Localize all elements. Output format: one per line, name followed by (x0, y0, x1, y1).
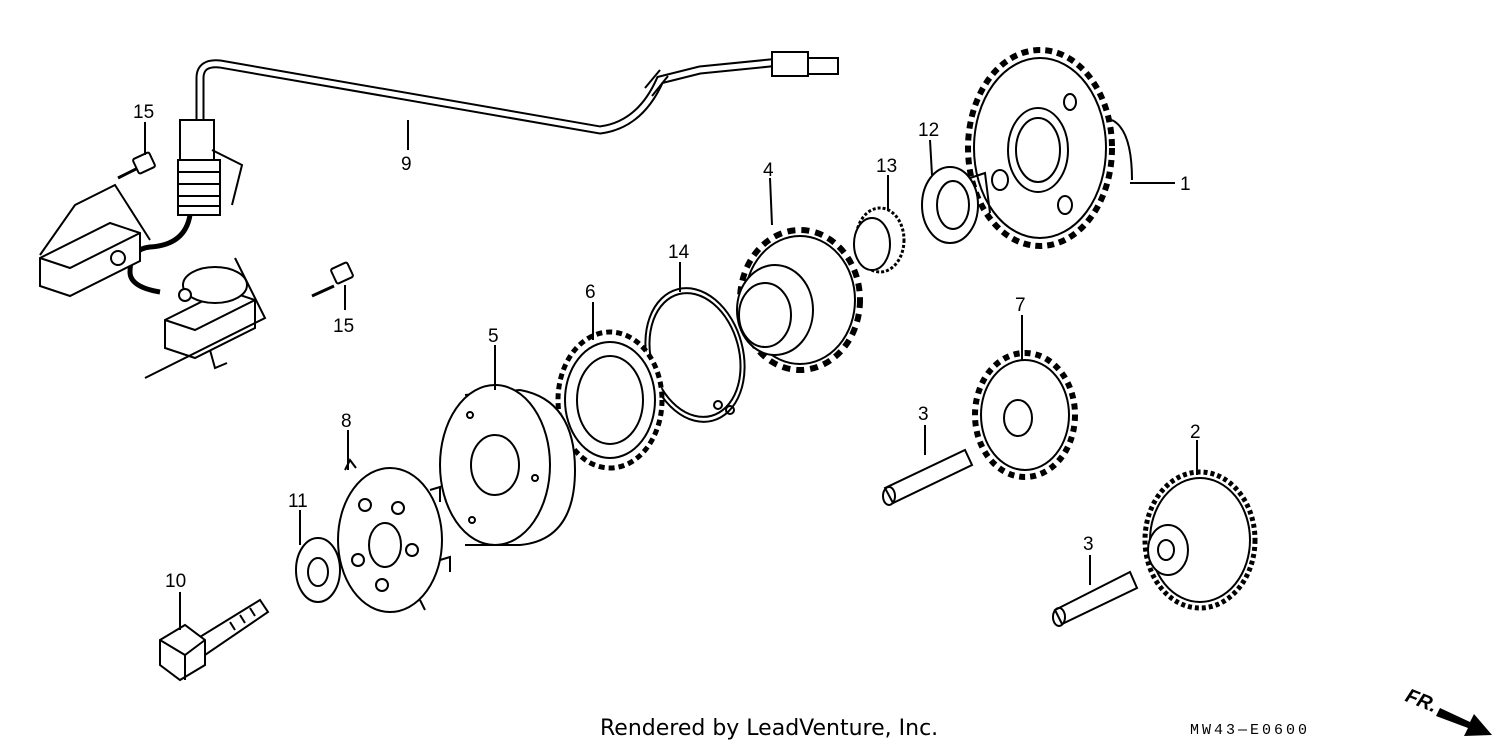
footer-credit: Rendered by LeadVenture, Inc. (600, 716, 939, 741)
part-7-idle-gear[interactable] (972, 350, 1078, 480)
part-12-collar[interactable] (921, 166, 991, 244)
part-3-shaft-upper[interactable] (882, 448, 974, 506)
callout-8: 8 (341, 411, 352, 432)
callout-12: 12 (918, 120, 939, 141)
part-11-washer[interactable] (295, 537, 341, 603)
part-1-driven-gear[interactable] (965, 47, 1133, 249)
callout-labels: 1 2 3 3 4 5 6 7 8 9 10 11 12 13 14 15 15 (133, 102, 1201, 592)
part-9-wire-harness[interactable] (39, 51, 839, 379)
part-4-starter-driven-gear[interactable] (736, 227, 863, 373)
leader-lines (144, 120, 1198, 630)
callout-10: 10 (165, 571, 186, 592)
part-5-starter-clutch-outer[interactable] (439, 384, 577, 546)
callout-3-upper: 3 (918, 404, 929, 425)
callout-15-upper: 15 (133, 102, 154, 123)
callout-2: 2 (1190, 422, 1201, 443)
part-15-screw-upper[interactable] (117, 151, 156, 180)
part-3-shaft-lower[interactable] (1052, 570, 1139, 627)
callout-3-lower: 3 (1083, 534, 1094, 555)
callout-11: 11 (288, 491, 308, 512)
part-15-screw-lower[interactable] (311, 261, 354, 298)
part-6-one-way-clutch[interactable] (555, 329, 665, 471)
callout-15-lower: 15 (333, 316, 354, 337)
callout-4: 4 (763, 160, 774, 181)
diagram-code: MW43—E0600 (1190, 722, 1311, 739)
callout-14: 14 (668, 242, 690, 263)
callout-7: 7 (1015, 295, 1026, 316)
callout-13: 13 (876, 156, 897, 177)
part-2-reduction-gear[interactable] (1142, 469, 1258, 611)
arrow-down-right-icon (1436, 708, 1492, 736)
callout-5: 5 (488, 326, 499, 347)
part-13-needle-bearing[interactable] (853, 206, 906, 274)
callout-9: 9 (401, 154, 412, 175)
part-10-flange-bolt[interactable] (159, 598, 270, 682)
callout-6: 6 (585, 282, 596, 303)
callout-1: 1 (1180, 174, 1191, 195)
part-8-plate[interactable] (337, 458, 451, 613)
